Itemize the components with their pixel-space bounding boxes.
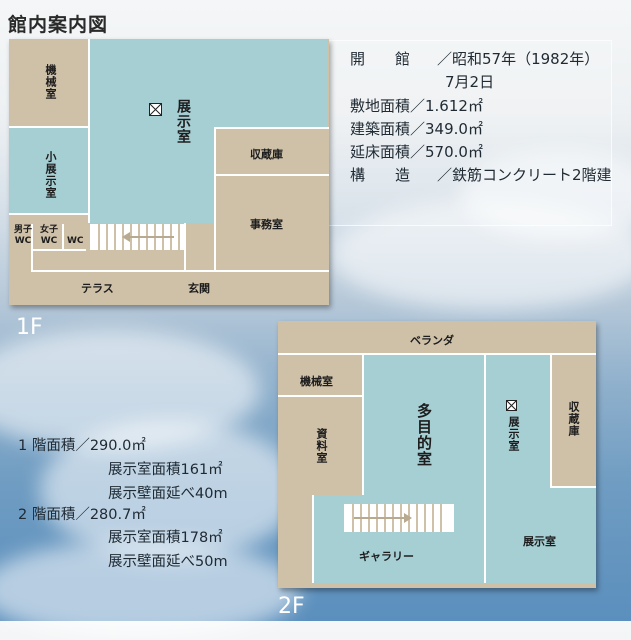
floor2-plan: ベランダ 機械室 多目的室 展示室 収蔵庫 資料室 ギャラリー 展示室: [278, 321, 596, 588]
floor-area: 延床面積／570.0㎡: [350, 143, 483, 161]
room-storage-2f: 収蔵庫: [567, 401, 580, 437]
room-small-exhibition: 小展示室: [44, 151, 57, 199]
room-machine-1f: 機械室: [44, 64, 57, 100]
room-exhibition-small-2f: 展示室: [507, 416, 520, 452]
floor2-label: 2F: [278, 594, 305, 619]
room-office: 事務室: [250, 218, 283, 231]
room-multipurpose: 多目的室: [415, 403, 433, 467]
floor2-stairs: [344, 504, 454, 532]
opening-date: 7月2日: [445, 73, 495, 91]
room-gallery: ギャラリー: [359, 550, 414, 563]
room-exhibition-1f: 展示室: [175, 99, 191, 144]
floor1-stairs: [90, 224, 184, 250]
veranda: ベランダ: [410, 334, 454, 347]
fire-extinguisher-icon: [506, 400, 517, 411]
room-exhibition-2f: 展示室: [523, 535, 556, 548]
f1-exhibit-area: 展示室面積161㎡: [108, 462, 223, 478]
room-wc: WC: [67, 236, 84, 246]
info-box: [326, 40, 612, 226]
building-area: 建築面積／349.0㎡: [350, 120, 483, 138]
f2-area: 2 階面積／280.7㎡: [18, 507, 146, 523]
floor1-label: 1F: [16, 315, 43, 340]
structure-value: ／鉄筋コンクリート2階建: [437, 166, 612, 184]
f1-wall: 展示壁面延べ40m: [108, 486, 228, 502]
f2-exhibit-area: 展示室面積178㎡: [108, 530, 223, 546]
room-men-wc: 男子WC: [13, 225, 32, 246]
structure-label: 構 造: [350, 166, 411, 184]
entrance: 玄関: [188, 282, 210, 295]
room-storage-1f: 収蔵庫: [250, 148, 283, 161]
opening-value: ／昭和57年（1982年）: [437, 50, 600, 68]
f2-wall: 展示壁面延べ50m: [108, 554, 228, 570]
page-title: 館内案内図: [8, 14, 109, 36]
terrace: テラス: [81, 282, 114, 295]
fire-extinguisher-icon: [149, 103, 162, 116]
room-machine-2f: 機械室: [300, 375, 333, 388]
site-area: 敷地面積／1.612㎡: [350, 97, 483, 115]
opening-label: 開 館: [350, 50, 411, 68]
floor1-plan: 機械室 展示室 収蔵庫 小展示室 事務室 男子WC 女子WC WC テラス 玄関: [9, 39, 329, 305]
room-archive: 資料室: [315, 428, 328, 464]
room-women-wc: 女子WC: [39, 225, 58, 246]
f1-area: 1 階面積／290.0㎡: [18, 438, 146, 454]
